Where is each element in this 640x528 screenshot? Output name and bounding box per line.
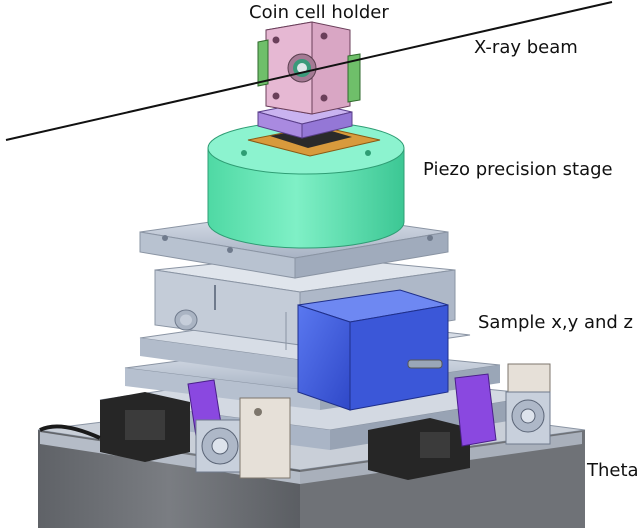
label-coin-cell-holder: Coin cell holder	[249, 2, 389, 23]
label-sample-xyz: Sample x,y and z	[478, 312, 633, 333]
left-coupling	[195, 397, 291, 479]
blue-motor	[297, 289, 449, 411]
xray-beam-line	[5, 1, 613, 141]
label-theta: Theta	[587, 460, 639, 481]
right-motor	[368, 363, 551, 480]
label-xray-beam: X-ray beam	[474, 37, 578, 58]
coin-cell-holder	[257, 21, 361, 139]
label-piezo-stage: Piezo precision stage	[423, 159, 613, 180]
